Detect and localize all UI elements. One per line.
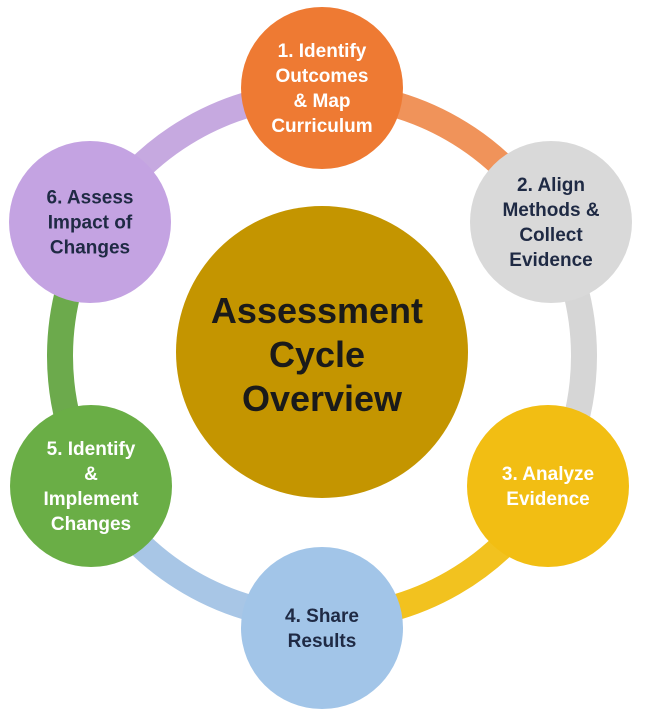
center-circle	[176, 206, 468, 498]
step-label-line: Results	[288, 631, 357, 652]
center-title-line: Assessment	[211, 290, 423, 331]
center-title-line: Cycle	[269, 334, 365, 375]
step-label-line: 5. Identify	[47, 439, 136, 460]
step-label-line: 4. Share	[285, 606, 359, 627]
step-circle	[10, 405, 172, 567]
step-label-line: Methods &	[502, 200, 599, 221]
step-label-line: 3. Analyze	[502, 464, 594, 485]
step-circle	[467, 405, 629, 567]
step-label-line: 1. Identify	[278, 41, 367, 62]
step-circle	[9, 141, 171, 303]
step-label-line: Outcomes	[276, 66, 369, 87]
step-label-line: 2. Align	[517, 175, 585, 196]
step-label-line: Evidence	[509, 250, 592, 271]
step-label-line: Changes	[50, 238, 130, 259]
step-label-line: & Map	[294, 91, 351, 112]
step-label-line: &	[84, 464, 98, 485]
step-label-line: Impact of	[48, 213, 133, 234]
step-label-line: Implement	[43, 489, 139, 510]
step-label-line: Changes	[51, 514, 131, 535]
center-node: Assessment Cycle Overview	[176, 206, 468, 498]
step-label-line: Curriculum	[271, 116, 372, 137]
step-label-line: Evidence	[506, 489, 589, 510]
step-circle	[241, 547, 403, 709]
step-circle	[470, 141, 632, 303]
step-label-line: 6. Assess	[47, 188, 134, 209]
center-title: Assessment Cycle Overview	[211, 290, 433, 419]
center-title-line: Overview	[242, 378, 403, 419]
step-label-line: Collect	[519, 225, 583, 246]
step-circle	[241, 7, 403, 169]
